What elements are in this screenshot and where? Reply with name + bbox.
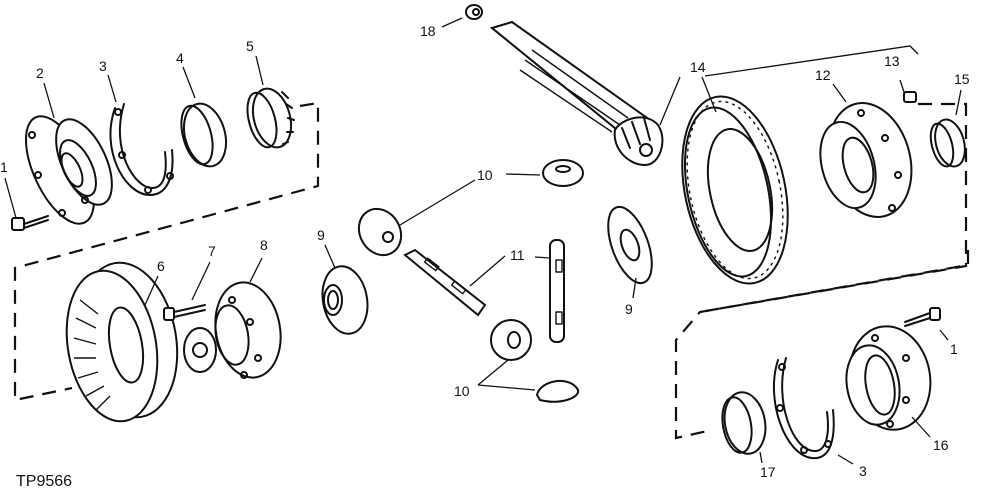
callout-4: 4: [176, 50, 184, 66]
pinion-shaft: [489, 20, 664, 167]
callout-1: 1: [0, 159, 8, 175]
part-1-cap-screw: [11, 215, 49, 231]
assembly-guide-lines: [13, 45, 970, 440]
part-4-bearing-cup: [180, 102, 228, 168]
part-7-cap-screw: [163, 304, 206, 321]
callout-1-lower: 1: [950, 341, 958, 357]
part-3-shim-lower: [773, 357, 835, 460]
callout-12: 12: [815, 67, 831, 83]
callout-5: 5: [246, 38, 254, 54]
callout-10-lower: 10: [454, 383, 470, 399]
callout-labels: 1 2 3 4 5 6 7 8 9 9 10 10 11 12 13 14 15…: [0, 23, 970, 480]
callout-9-right: 9: [625, 301, 633, 317]
part-12-differential-case: [819, 102, 913, 218]
part-10-pinion-gear-a: [542, 159, 584, 187]
callout-15: 15: [954, 71, 970, 87]
callout-13: 13: [884, 53, 900, 69]
part-1-cap-screw-lower: [904, 307, 941, 327]
part-15-bearing-cone: [929, 118, 966, 168]
callout-8: 8: [260, 237, 268, 253]
part-13-bolt: [903, 91, 917, 103]
part-9-side-gear-right: [607, 205, 653, 285]
part-10-pinion-gear-b: [357, 207, 403, 257]
part-10-pinion-gear-c: [490, 319, 532, 361]
part-11-pinion-shaft-a: [403, 248, 487, 317]
callout-3: 3: [99, 58, 107, 74]
callout-17: 17: [760, 464, 776, 480]
callout-10-upper: 10: [477, 167, 493, 183]
callout-14: 14: [690, 59, 706, 75]
callout-11: 11: [510, 247, 525, 263]
callout-18: 18: [420, 23, 436, 39]
leader-lines: [4, 17, 962, 465]
part-11-pinion-shaft-b: [549, 239, 565, 343]
part-2-bearing-quill: [24, 115, 113, 225]
callout-6: 6: [157, 258, 165, 274]
part-8-differential-hub: [183, 281, 282, 379]
part-9-side-gear-left: [321, 265, 369, 335]
callout-3-lower: 3: [859, 463, 867, 479]
part-3-shim: [109, 103, 174, 196]
part-18-bushing: [465, 4, 483, 20]
callout-16: 16: [933, 437, 949, 453]
part-5-bearing-cone: [246, 87, 295, 149]
callout-2: 2: [36, 65, 44, 81]
part-16-bearing-quill: [845, 325, 932, 431]
figure-id-label: TP9566: [16, 473, 72, 490]
part-6-differential-lock-collar: [65, 261, 179, 423]
part-10-pinion-gear-d: [535, 380, 580, 403]
part-14-ring-gear: [681, 95, 789, 285]
callout-7: 7: [208, 243, 216, 259]
callout-9-left: 9: [317, 227, 325, 243]
part-17-bearing-cup: [721, 391, 767, 455]
